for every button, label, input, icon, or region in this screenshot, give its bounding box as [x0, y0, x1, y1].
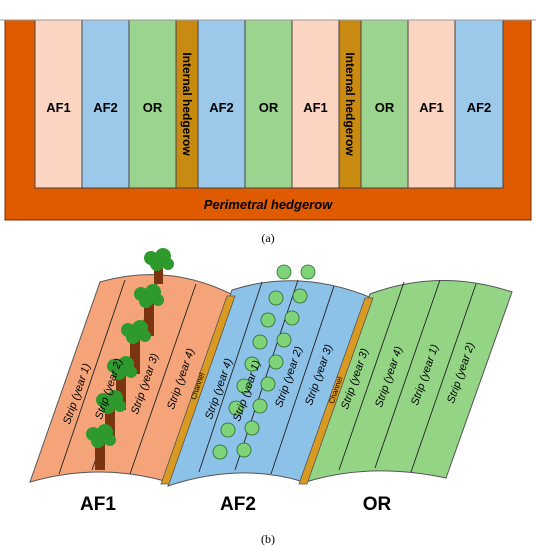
strip-a-af1-3 — [407, 19, 456, 189]
strip-a-label-9: AF2 — [467, 100, 492, 115]
field-af1-label: AF1 — [80, 494, 116, 515]
caption-a: (a) — [261, 231, 274, 245]
strip-a-or-2 — [244, 19, 293, 189]
strip-a-af2-2 — [197, 19, 246, 189]
tree-af2-2 — [300, 264, 316, 280]
panel-a: Perimetral hedgerow AF1 AF2 OR AF2 OR AF… — [0, 19, 536, 245]
tree-af2-12 — [260, 376, 276, 392]
tree-af2-14 — [252, 398, 268, 414]
strip-a-label-3: OR — [143, 100, 163, 115]
tree-af1-5 — [96, 390, 126, 442]
tree-af2-7 — [252, 334, 268, 350]
tree-af1-6 — [86, 424, 116, 470]
tree-af1-2 — [134, 284, 164, 336]
strip-a-af1-2 — [291, 19, 340, 189]
af1-tree-row — [86, 248, 174, 470]
tree-af2-8 — [276, 332, 292, 348]
tree-af2-4 — [292, 288, 308, 304]
tree-af2-10 — [268, 354, 284, 370]
tree-af2-18 — [236, 442, 252, 458]
strip-a-label-8: AF1 — [419, 100, 444, 115]
strip-a-label-5: OR — [259, 100, 279, 115]
strip-a-af2-3 — [454, 19, 504, 189]
af2-tree-rows — [212, 264, 316, 460]
af2-strip-lines — [198, 279, 335, 475]
panel-b: Strip (year 1) Strip (year 2) Strip (yea… — [29, 248, 513, 546]
strip-a-label-4: AF2 — [209, 100, 234, 115]
strip-a-label-1: AF1 — [46, 100, 71, 115]
tree-af2-9 — [244, 356, 260, 372]
field-or-label: OR — [363, 494, 392, 515]
tree-af2-17 — [212, 444, 228, 460]
caption-b: (b) — [261, 532, 275, 546]
internal-hedgerow-left-label: Internal hedgerow — [180, 52, 194, 156]
perimetral-hedgerow-label: Perimetral hedgerow — [204, 197, 333, 212]
channel-left — [160, 295, 236, 485]
tree-af2-5 — [260, 312, 276, 328]
tree-af2-3 — [268, 290, 284, 306]
strip-a-or-3 — [360, 19, 409, 189]
tree-af1-3 — [121, 320, 151, 374]
tree-af2-15 — [220, 422, 236, 438]
tree-af1-4 — [107, 356, 137, 410]
internal-hedgerow-right-label: Internal hedgerow — [343, 52, 357, 156]
tree-af2-13 — [228, 400, 244, 416]
tree-af2-1 — [276, 264, 292, 280]
field-af2-label: AF2 — [220, 494, 256, 515]
channel-right — [298, 297, 374, 485]
tree-af2-11 — [236, 378, 252, 394]
tree-af2-6 — [284, 310, 300, 326]
strip-a-af2-1 — [81, 19, 130, 189]
tree-af2-16 — [244, 420, 260, 436]
or-strip-lines — [338, 279, 477, 473]
tree-af1-1 — [144, 248, 174, 284]
strip-a-label-7: OR — [375, 100, 395, 115]
strip-a-label-2: AF2 — [93, 100, 118, 115]
strip-a-label-6: AF1 — [303, 100, 328, 115]
